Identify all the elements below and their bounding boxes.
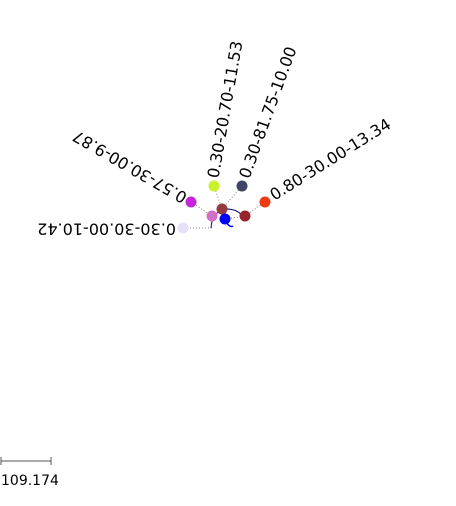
leaf-label-1: 0.30-30.00-10.42 <box>37 220 176 239</box>
scale-bar-label: 109.174 <box>1 473 59 489</box>
branch-internal-4 <box>244 201 266 217</box>
leaf-nodes <box>177 180 271 234</box>
leaf-node-3 <box>208 180 220 192</box>
internal-node <box>239 210 251 222</box>
internal-node <box>216 203 228 215</box>
internal-nodes <box>206 203 251 225</box>
leaf-node-5 <box>259 196 271 208</box>
leaf-node-1 <box>177 222 189 234</box>
leaf-node-2 <box>185 196 197 208</box>
internal-node <box>206 210 218 222</box>
leaf-labels: 0.30-30.00-10.42 0.57-30.00-9.87 0.30-20… <box>37 40 394 239</box>
branch-internal-3 <box>221 185 243 210</box>
leaf-label-5: 0.80-30.00-13.34 <box>266 115 394 205</box>
leaf-label-2: 0.57-30.00-9.87 <box>69 126 190 207</box>
root-node <box>219 213 231 225</box>
leaf-label-4: 0.30-81.75-10.00 <box>235 44 300 181</box>
branch-internal-2 <box>213 185 223 210</box>
scale-bar: 109.174 <box>0 457 59 489</box>
leaf-node-4 <box>236 180 248 192</box>
